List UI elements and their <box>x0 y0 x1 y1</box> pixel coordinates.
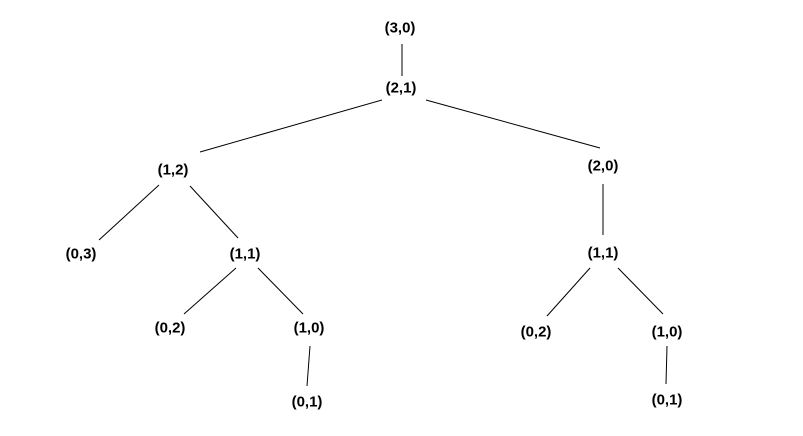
tree-node-n10: (1,0) <box>651 323 683 341</box>
edge-n6-n10 <box>617 267 664 315</box>
tree-node-n12: (0,1) <box>651 391 683 409</box>
tree-node-n7: (0,2) <box>154 319 186 337</box>
tree-node-n4: (0,3) <box>65 245 97 263</box>
edge-n5-n7 <box>183 267 237 315</box>
tree-node-n1: (2,1) <box>385 79 417 97</box>
edge-n1-n2 <box>199 99 383 153</box>
tree-node-n5: (1,1) <box>229 245 261 263</box>
tree-node-n6: (1,1) <box>587 244 619 262</box>
tree-node-n0: (3,0) <box>384 19 416 37</box>
edge-n6-n9 <box>546 267 591 317</box>
tree-node-n11: (0,1) <box>291 393 323 411</box>
tree-node-n8: (1,0) <box>293 319 325 337</box>
edge-n5-n8 <box>257 267 304 315</box>
edge-n8-n11 <box>306 345 311 387</box>
tree-node-n9: (0,2) <box>520 323 552 341</box>
edge-n2-n4 <box>98 184 160 241</box>
edge-n1-n3 <box>425 99 601 149</box>
tree-node-n3: (2,0) <box>587 157 619 175</box>
edge-n10-n12 <box>665 345 668 385</box>
tree-node-n2: (1,2) <box>157 161 189 179</box>
edge-n2-n5 <box>189 185 239 239</box>
